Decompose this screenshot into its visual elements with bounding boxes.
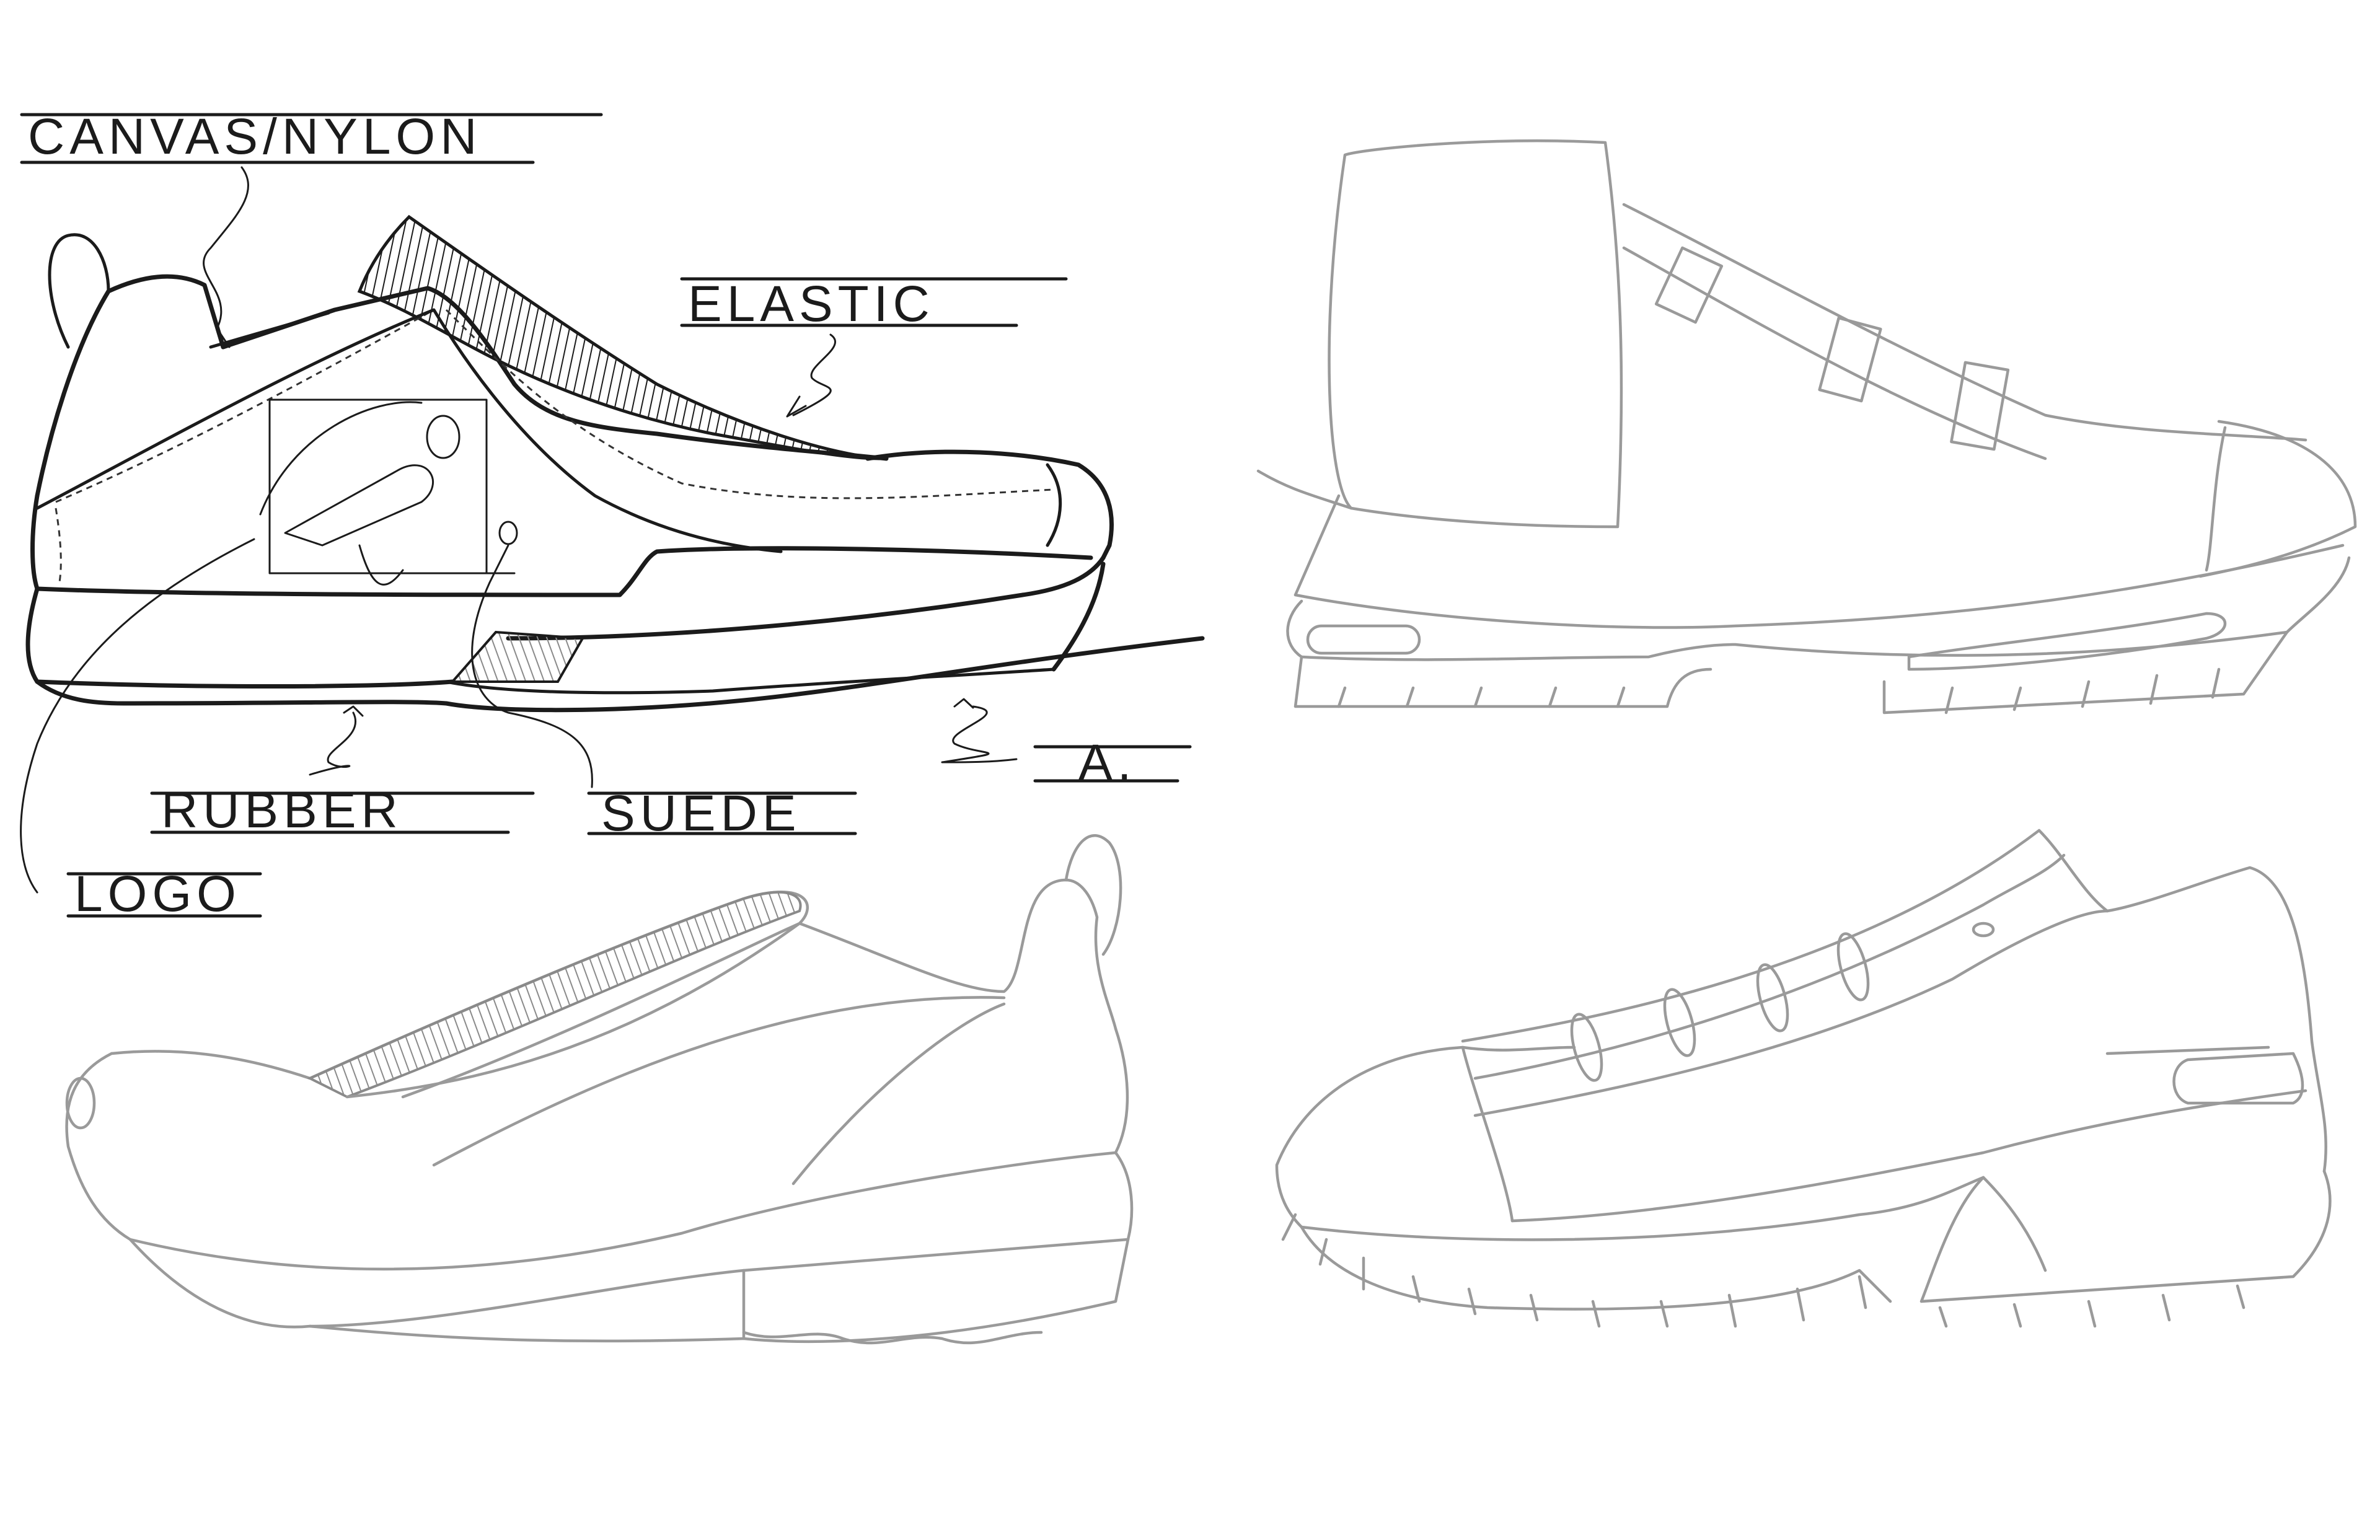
annotation-suede: SUEDE [471, 544, 857, 842]
strapped-boot-sketch [1256, 139, 2357, 715]
label-rubber: RUBBER [161, 782, 403, 838]
annotation-detail-a: A. [941, 698, 1192, 791]
annotated-slip-on-shoe [25, 214, 1205, 713]
annotation-rubber: RUBBER [150, 705, 535, 838]
annotation-elastic: ELASTIC [680, 276, 1068, 418]
elastic-collar-band [307, 891, 802, 1099]
laced-hiker-sketch [1275, 829, 2332, 1328]
label-elastic: ELASTIC [688, 276, 935, 332]
annotation-canvas-nylon: CANVAS/NYLON [20, 108, 603, 348]
annotation-logo: LOGO [20, 538, 262, 922]
elastic-slip-on-sketch [65, 834, 1134, 1345]
elastic-gore-panel [357, 214, 881, 460]
label-canvas-nylon: CANVAS/NYLON [28, 108, 482, 165]
suede-heel-wedge [449, 630, 585, 683]
